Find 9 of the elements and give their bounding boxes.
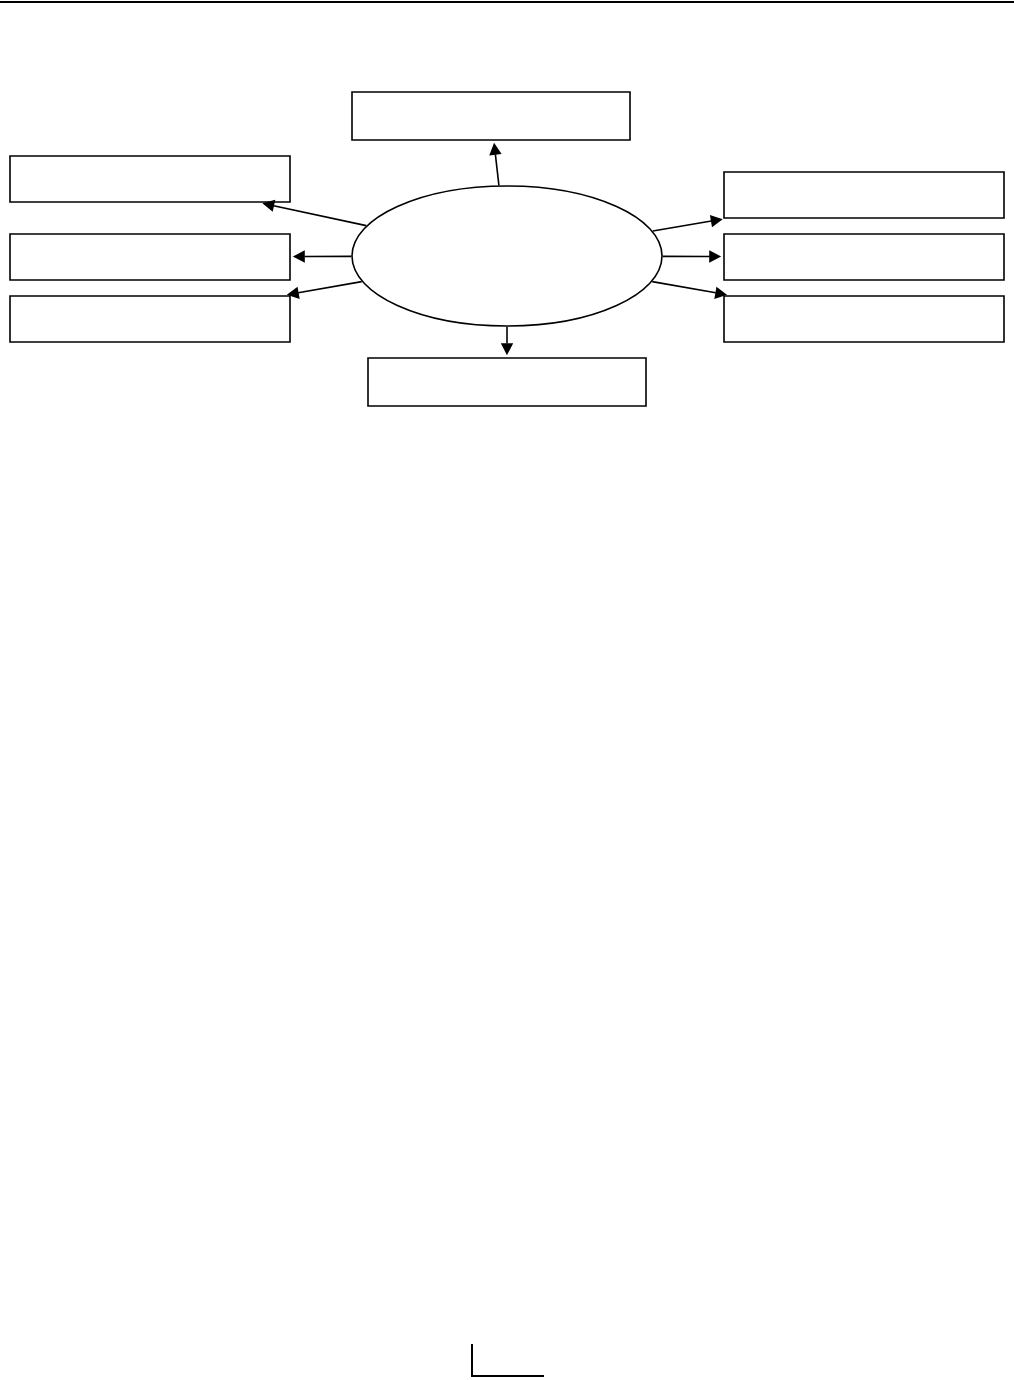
box xyxy=(9,233,291,281)
ellipse-box xyxy=(351,185,663,327)
box xyxy=(9,295,291,343)
box xyxy=(367,357,647,407)
box xyxy=(351,91,631,141)
box xyxy=(723,295,1005,343)
box xyxy=(723,171,1005,219)
box xyxy=(9,155,291,203)
box xyxy=(723,233,1005,281)
